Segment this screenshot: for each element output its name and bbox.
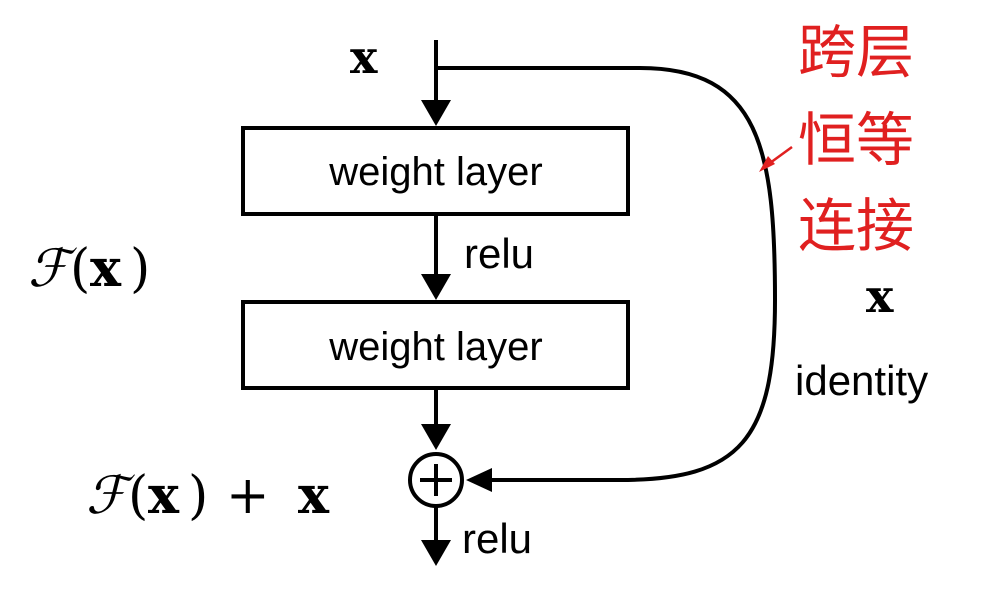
paren-close: )	[130, 239, 150, 299]
identity-shortcut-arrow	[436, 66, 778, 492]
relu-arrow-1	[421, 214, 451, 300]
var-x: x	[90, 238, 122, 299]
annotation-pointer	[769, 145, 793, 165]
sum-paren-close: )	[188, 466, 208, 526]
weight-layer-2: weight layer	[241, 300, 630, 390]
identity-x-label: x	[866, 269, 894, 323]
weight-layer-1-label: weight layer	[328, 150, 542, 194]
paren-open: (	[70, 239, 90, 299]
annotation-line-1: 跨层	[798, 18, 914, 86]
weight-layer-2-label: weight layer	[328, 325, 542, 369]
annotation-pointer-head	[759, 156, 775, 172]
chinese-annotation: 跨层 恒等 连接	[759, 18, 914, 260]
output-sum-label: ℱ ( x ) + x	[86, 465, 330, 526]
input-x-label: x	[350, 30, 378, 84]
relu-label-2: relu	[462, 515, 532, 562]
sum-var-x2: x	[298, 465, 330, 526]
sum-plus: +	[226, 466, 270, 526]
residual-function-label: ℱ ( x )	[28, 238, 150, 299]
annotation-line-3: 连接	[798, 192, 914, 260]
add-node	[408, 452, 464, 508]
weight-layer-1: weight layer	[241, 126, 630, 216]
sum-var-x: x	[148, 465, 180, 526]
sum-paren-open: (	[128, 466, 148, 526]
arrow-to-add	[421, 388, 451, 450]
identity-label: identity	[795, 357, 928, 404]
output-arrow	[421, 506, 451, 566]
sum-script-f: ℱ	[86, 466, 135, 526]
annotation-line-2: 恒等	[798, 106, 914, 174]
relu-label-1: relu	[464, 230, 534, 277]
script-f: ℱ	[28, 239, 77, 299]
input-arrow	[421, 40, 451, 126]
